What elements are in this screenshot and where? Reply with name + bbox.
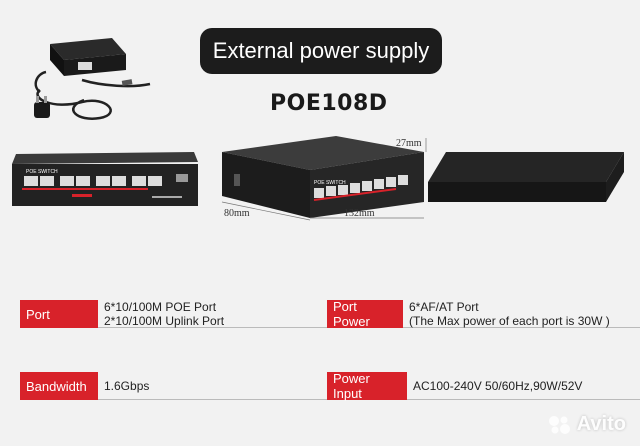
switch-angled-view-image: POE SWITCH <box>221 136 427 221</box>
spec-power-input-value: AC100-240V 50/60Hz,90W/52V <box>407 379 582 393</box>
spec-port-power-label: Port Power <box>327 299 403 329</box>
spec-bandwidth-label: Bandwidth <box>20 372 98 400</box>
model-title: POE108D <box>270 91 388 116</box>
depth-dimension: 80mm <box>224 208 250 219</box>
power-adapter-image <box>34 38 151 120</box>
spec-port-power-value: 6*AF/AT Port (The Max power of each port… <box>403 300 610 328</box>
spec-port-line-1: 6*10/100M POE Port <box>104 300 217 314</box>
banner-text: External power supply <box>212 38 430 63</box>
spec-power-input-label: Power Input <box>327 371 407 401</box>
spec-port: Port 6*10/100M POE Port 2*10/100M Uplink… <box>20 296 224 332</box>
spec-power-input-line-1: AC100-240V 50/60Hz,90W/52V <box>413 379 583 393</box>
angled-panel-label: POE SWITCH <box>314 180 346 186</box>
external-power-supply-banner: External power supply <box>200 28 442 74</box>
spec-port-line-2: 2*10/100M Uplink Port <box>104 314 225 328</box>
spec-port-power-line-1: 6*AF/AT Port <box>409 300 479 314</box>
spec-power-input: Power Input AC100-240V 50/60Hz,90W/52V <box>327 368 582 404</box>
spec-port-value: 6*10/100M POE Port 2*10/100M Uplink Port <box>98 300 224 328</box>
spec-port-label: Port <box>20 300 98 328</box>
width-dimension: 132mm <box>344 208 375 219</box>
spec-bandwidth-line-1: 1.6Gbps <box>104 379 150 393</box>
spec-bandwidth: Bandwidth 1.6Gbps <box>20 368 149 404</box>
avito-watermark: Avito <box>548 413 626 436</box>
spec-bandwidth-value: 1.6Gbps <box>98 379 149 393</box>
front-panel-label: POE SWITCH <box>26 169 58 175</box>
spec-port-power-line-2: (The Max power of each port is 30W ) <box>409 314 610 328</box>
height-dimension: 27mm <box>396 138 422 149</box>
watermark-text: Avito <box>576 413 626 435</box>
switch-top-view-image <box>428 152 624 202</box>
spec-port-power: Port Power 6*AF/AT Port (The Max power o… <box>327 296 610 332</box>
avito-logo-icon <box>548 415 570 434</box>
switch-front-view-image: POE SWITCH <box>12 152 198 206</box>
